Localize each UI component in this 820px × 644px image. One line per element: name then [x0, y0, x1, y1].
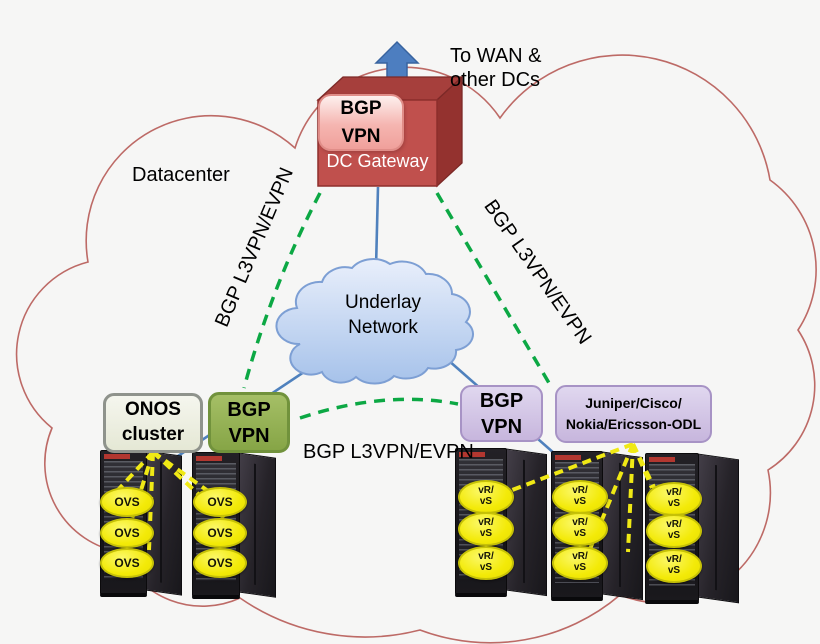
bgp-vpn-right-box: BGP VPN: [460, 385, 543, 442]
rack-brand-stripe: [459, 452, 485, 457]
link-gateway-underlay: [374, 186, 380, 269]
bgp-vpn-gateway-badge: BGP VPN: [318, 94, 404, 151]
vm-ovs-oval: OVS: [193, 548, 247, 578]
vm-vrvs-oval: vR/ vS: [552, 546, 608, 580]
rack-brand-stripe: [196, 456, 222, 461]
rack-side: [142, 450, 182, 596]
vm-vrvs-oval: vR/ vS: [458, 546, 514, 580]
vm-vrvs-oval: vR/ vS: [646, 549, 702, 583]
onos-cluster-box: ONOS cluster: [103, 393, 203, 453]
vm-vrvs-oval: vR/ vS: [458, 480, 514, 514]
rack-brand-stripe: [104, 454, 130, 459]
wan-arrow-icon: [374, 40, 420, 94]
vm-ovs-oval: OVS: [100, 518, 154, 548]
bgp-l3vpn-right-label: BGP L3VPN/EVPN: [479, 195, 596, 349]
vendor-controller-box: Juniper/Cisco/ Nokia/Ericsson-ODL: [555, 385, 712, 443]
datacenter-label: Datacenter: [132, 164, 230, 186]
bgp-vpn-left-box: BGP VPN: [208, 392, 290, 453]
vm-vrvs-oval: vR/ vS: [646, 514, 702, 548]
vm-vrvs-oval: vR/ vS: [552, 480, 608, 514]
link-controllers-dashed: [299, 397, 459, 420]
vm-ovs-oval: OVS: [193, 487, 247, 517]
to-wan-label: To WAN & other DCs: [450, 45, 542, 91]
vm-vrvs-oval: vR/ vS: [552, 512, 608, 546]
vm-ovs-oval: OVS: [193, 518, 247, 548]
bgp-l3vpn-bottom-label: BGP L3VPN/EVPN: [303, 441, 474, 463]
vm-ovs-oval: OVS: [100, 548, 154, 578]
vm-vrvs-oval: vR/ vS: [458, 512, 514, 546]
rack-brand-stripe: [649, 457, 675, 462]
underlay-network-label: Underlay Network: [344, 292, 422, 338]
vm-vrvs-oval: vR/ vS: [646, 482, 702, 516]
rack-brand-stripe: [555, 455, 581, 460]
vm-ovs-oval: OVS: [100, 487, 154, 517]
dc-gateway-label: DC Gateway: [326, 151, 429, 171]
